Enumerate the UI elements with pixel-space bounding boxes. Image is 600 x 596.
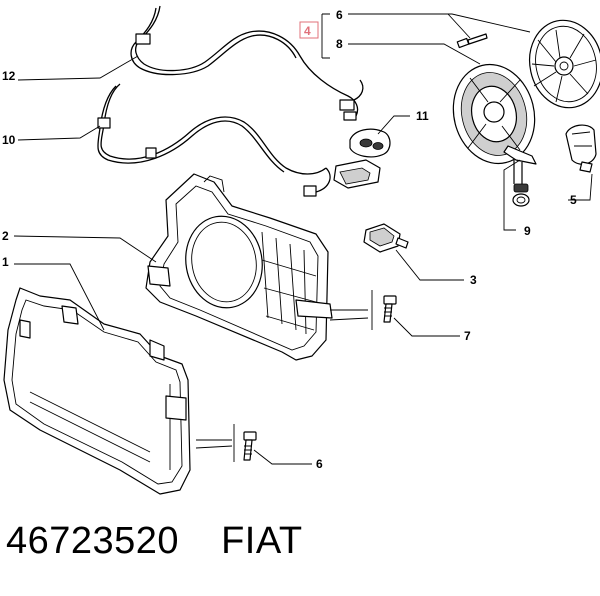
part-1-radiator-frame — [3, 287, 191, 495]
callout-3: 3 — [470, 273, 477, 287]
part-9-grommet — [512, 183, 530, 207]
part-6-screw-top — [456, 33, 488, 49]
fan-blade — [529, 19, 600, 109]
part-caption: 46723520 FIAT — [6, 520, 303, 563]
callout-11: 11 — [416, 109, 429, 123]
callout-6-top: 6 — [336, 8, 343, 22]
brand-name: FIAT — [221, 520, 303, 562]
wiring-harness-lower — [97, 83, 381, 197]
part-7-screw — [383, 295, 397, 323]
callout-6-bottom: 6 — [316, 457, 323, 471]
callout-4-highlight-box — [299, 21, 319, 39]
callout-1: 1 — [2, 255, 9, 269]
fan-motor-shroud — [452, 63, 537, 186]
callout-9: 9 — [524, 224, 531, 238]
part-5-clip — [565, 124, 597, 173]
part-number: 46723520 — [6, 520, 180, 562]
callout-2: 2 — [2, 229, 9, 243]
callout-10: 10 — [2, 133, 16, 147]
callout-12: 12 — [2, 69, 16, 83]
callout-5: 5 — [570, 193, 577, 207]
part-2-shroud-frame — [145, 173, 333, 361]
part-3-bracket — [363, 223, 409, 253]
callout-8: 8 — [336, 37, 343, 51]
part-6-screw-bottom — [243, 431, 257, 461]
part-11-connector — [349, 128, 391, 158]
callout-4: 4 — [304, 24, 311, 38]
callout-7: 7 — [464, 329, 471, 343]
callout-labels: 4 6 8 12 10 11 5 9 2 1 3 7 6 — [2, 8, 577, 471]
leader-lines — [13, 13, 593, 465]
wiring-harness-upper — [130, 5, 364, 121]
